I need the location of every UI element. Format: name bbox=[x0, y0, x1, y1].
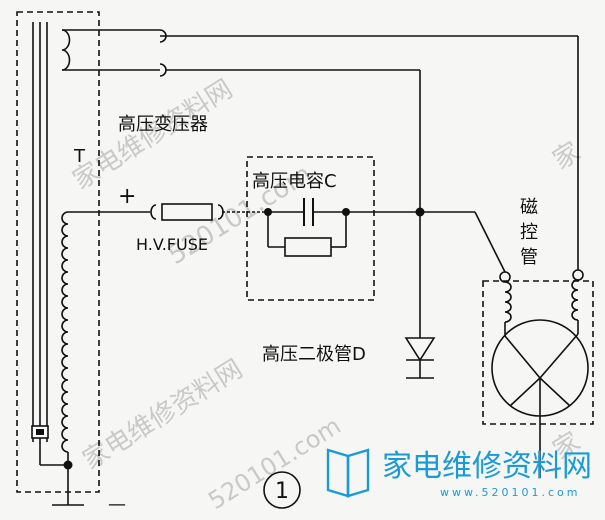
magnetron-vane-right bbox=[539, 377, 571, 407]
wire-to-magnetron bbox=[474, 211, 506, 273]
filament-winding bbox=[61, 29, 71, 71]
magnetron-vane-left bbox=[509, 377, 541, 407]
transformer-id-label: T bbox=[73, 146, 86, 167]
junction-dots bbox=[63, 207, 425, 470]
junction-ground bbox=[63, 460, 73, 470]
brand-url: www.520101.com bbox=[440, 486, 580, 499]
fuse-clip-left bbox=[150, 204, 157, 220]
magnetron-label: 磁 控 管 bbox=[520, 197, 544, 268]
diode-label: 高压二极管D bbox=[262, 344, 366, 365]
fuse-label: H.V.FUSE bbox=[136, 235, 208, 254]
junction-cap-right bbox=[342, 208, 350, 216]
capacitor-label: 高压电容C bbox=[252, 171, 337, 192]
brand-logo: 家电维修资料网 www.520101.com bbox=[326, 448, 592, 499]
core-ground-clip-inner bbox=[36, 429, 44, 435]
figure-number: 1 bbox=[275, 479, 289, 504]
magnetron-label-char-3: 管 bbox=[520, 247, 538, 268]
brand-name: 家电维修资料网 bbox=[382, 449, 592, 484]
book-icon bbox=[326, 448, 370, 498]
magnetron-coil-left bbox=[504, 281, 512, 323]
plus-sign: + bbox=[118, 184, 136, 209]
filament-hop-bottom bbox=[159, 63, 167, 77]
secondary-winding bbox=[61, 211, 69, 453]
watermark-site-name-2: 家电维修资料网 bbox=[78, 354, 248, 476]
minus-sign: — bbox=[108, 494, 126, 515]
magnetron-label-char-1: 磁 bbox=[520, 197, 538, 218]
transformer-box bbox=[16, 11, 100, 493]
transformer-name-label: 高压变压器 bbox=[118, 114, 208, 135]
junction-diode bbox=[415, 207, 425, 217]
magnetron-cathode bbox=[504, 333, 579, 380]
magnetron-label-char-2: 控 bbox=[520, 222, 538, 243]
watermark-partial-char-1: 家 bbox=[548, 137, 586, 176]
magnetron-box bbox=[482, 280, 594, 425]
junction-cap-left bbox=[264, 208, 272, 216]
fuse-body bbox=[161, 203, 213, 221]
capacitor-box bbox=[246, 156, 375, 301]
bleeder-resistor bbox=[284, 237, 332, 257]
diode-triangle bbox=[404, 337, 436, 362]
magnetron-terminal-right bbox=[572, 269, 584, 281]
magnetron-coil-right bbox=[571, 279, 579, 321]
circuit-lines bbox=[32, 22, 589, 506]
dashed-boxes bbox=[16, 11, 594, 493]
figure-number-circle bbox=[263, 471, 301, 509]
